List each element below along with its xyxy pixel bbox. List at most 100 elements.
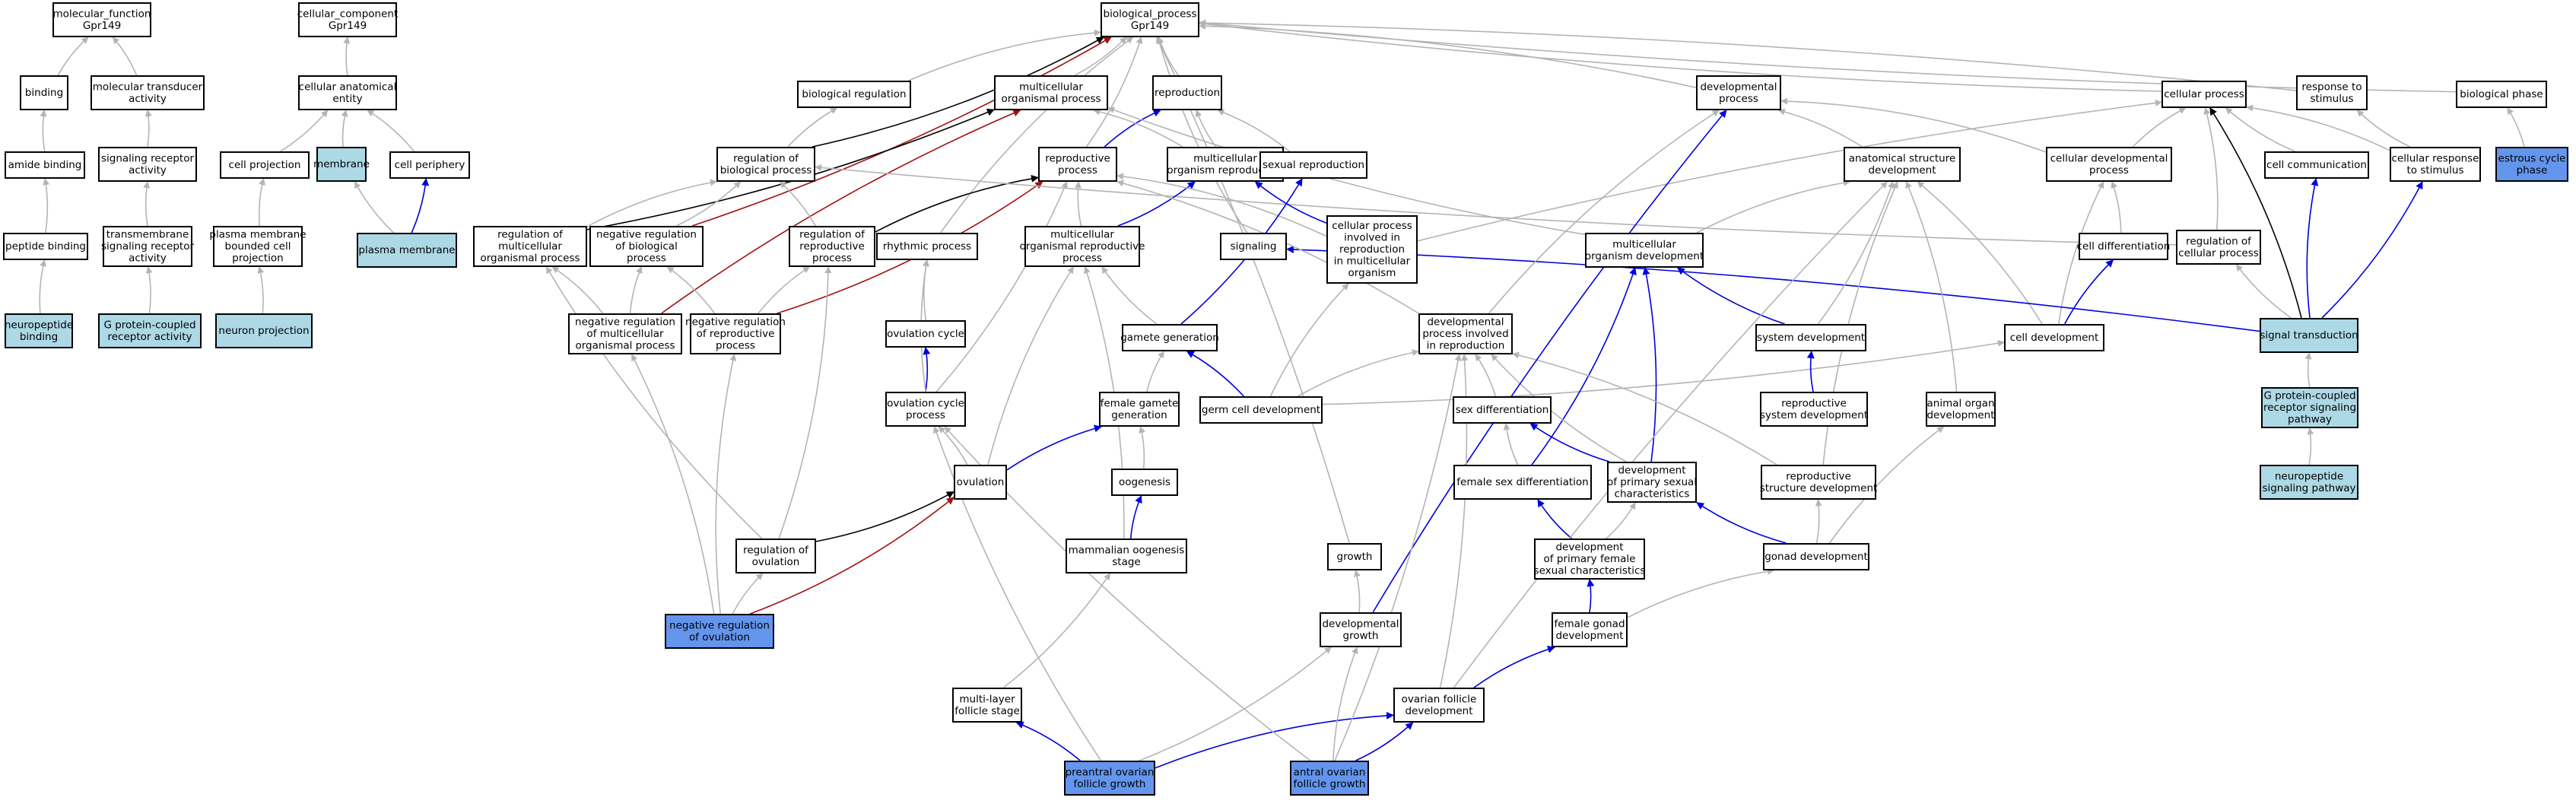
- node-celldev[interactable]: cell development: [2004, 324, 2104, 351]
- node-sexrepro[interactable]: sexual reproduction: [1259, 151, 1367, 179]
- node-breg[interactable]: biological regulation: [797, 81, 911, 108]
- node-label-line: reproduction: [1339, 243, 1405, 256]
- node-celldiff[interactable]: cell differentiation: [2077, 233, 2171, 260]
- node-label-line: cell differentiation: [2077, 240, 2171, 253]
- edge-fgd-to-dpfsc: [1587, 579, 1595, 613]
- node-cellper[interactable]: cell periphery: [389, 151, 470, 179]
- node-peptide[interactable]: peptide binding: [3, 233, 88, 260]
- node-fsd[interactable]: female sex differentiation: [1453, 465, 1592, 500]
- node-growth[interactable]: growth: [1327, 543, 1382, 570]
- node-repro[interactable]: reproduction: [1152, 75, 1222, 110]
- node-biophase[interactable]: biological phase: [2456, 81, 2547, 108]
- edge-aod-to-asd: [1905, 181, 1958, 392]
- node-label-line: of primary female: [1544, 553, 1636, 565]
- node-oogenesis[interactable]: oogenesis: [1111, 469, 1178, 496]
- node-signaling[interactable]: signaling: [1220, 233, 1287, 260]
- edge-sigtrans-to-signaling: [1286, 246, 2260, 332]
- node-ovcyc[interactable]: ovulation cycle: [885, 320, 966, 348]
- node-label-line: neuropeptide: [5, 319, 73, 331]
- edge-rcp-to-cellproc: [2203, 107, 2219, 230]
- node-amide[interactable]: amide binding: [5, 151, 85, 179]
- edge-rrp-to-rbp: [779, 181, 816, 227]
- edge-nrmop-to-rmop: [551, 266, 604, 314]
- node-label-line: development: [1555, 630, 1623, 642]
- node-box-cdp: [2046, 147, 2172, 182]
- node-ovulation[interactable]: ovulation: [954, 465, 1007, 500]
- node-membrane[interactable]: membrane: [313, 147, 370, 182]
- node-box-nrrp: [690, 313, 781, 354]
- edge-rstd-to-dpir: [1512, 351, 1777, 465]
- node-cellproj[interactable]: cell projection: [220, 151, 310, 179]
- edge-rmop-to-rbp: [586, 179, 717, 227]
- node-rhythm[interactable]: rhythmic process: [876, 233, 978, 260]
- node-sysdev[interactable]: system development: [1755, 324, 1866, 351]
- node-binding[interactable]: binding: [20, 75, 68, 110]
- node-label-line: cellular developmental: [2050, 152, 2168, 164]
- node-label-line: process: [1062, 253, 1102, 265]
- node-sexdiff[interactable]: sex differentiation: [1453, 396, 1552, 424]
- node-box-gpcrsp: [2261, 387, 2358, 428]
- node-gonad[interactable]: gonad development: [1763, 543, 1869, 570]
- node-gcd[interactable]: germ cell development: [1199, 396, 1323, 424]
- node-box-ovcyc: [885, 320, 966, 348]
- node-cellproc[interactable]: cellular process: [2161, 81, 2247, 108]
- node-box-crs: [2390, 147, 2481, 182]
- node-label-line: multicellular: [1612, 238, 1676, 250]
- node-pm[interactable]: plasma membrane: [357, 233, 457, 268]
- node-box-devgrowth: [1320, 612, 1402, 647]
- node-box-gonad: [1763, 543, 1869, 570]
- node-sigtrans[interactable]: signal transduction: [2260, 318, 2358, 353]
- node-neuproj[interactable]: neuron projection: [215, 313, 313, 348]
- node-cellcomm[interactable]: cell communication: [2264, 151, 2369, 179]
- node-label-line: sexual characteristics: [1534, 565, 1646, 577]
- node-gamgen[interactable]: gamete generation: [1120, 324, 1219, 351]
